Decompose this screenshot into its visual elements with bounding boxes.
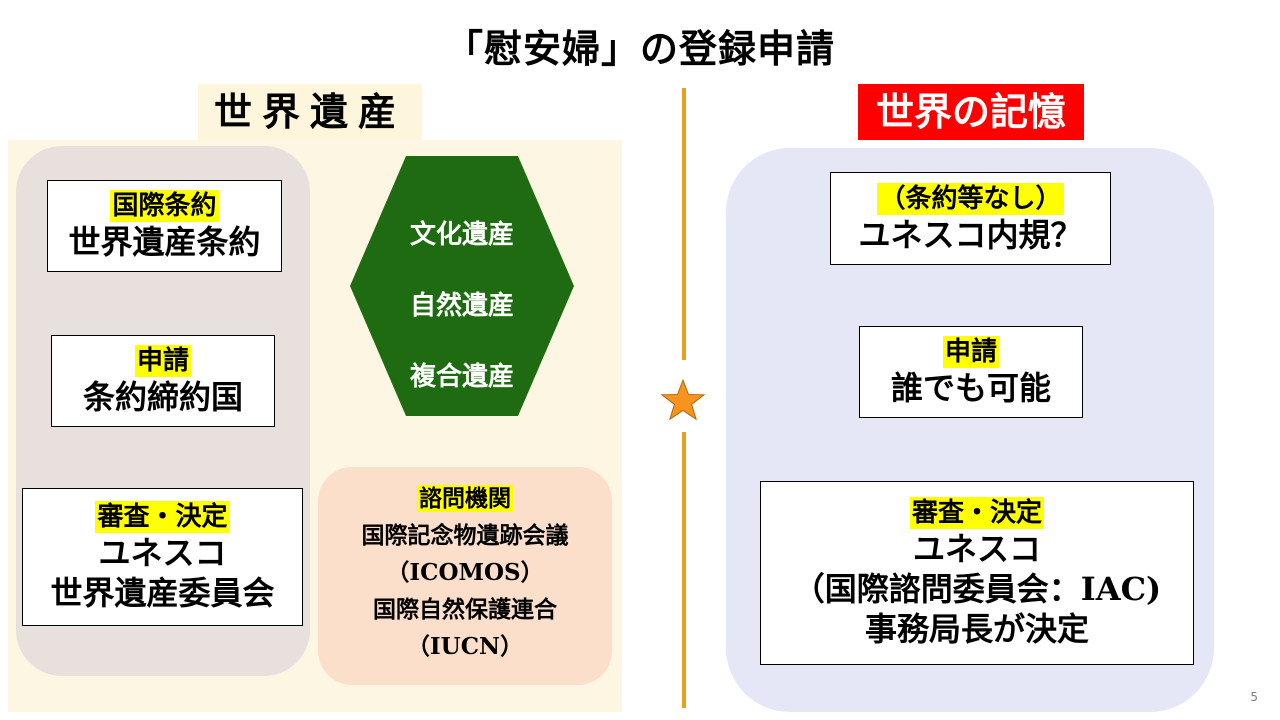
advisory-line-4: （IUCN） bbox=[406, 633, 524, 660]
advisory-bodies: 諮問機関 国際記念物遺跡会議 （ICOMOS） 国際自然保護連合 （IUCN） bbox=[318, 480, 612, 665]
review-line-2: 世界遺産委員会 bbox=[50, 574, 275, 612]
application-value: 条約締約国 bbox=[82, 378, 243, 416]
rules-label: （条約等なし） bbox=[877, 182, 1064, 215]
right-application-box: 申請 誰でも可能 bbox=[859, 326, 1083, 418]
review-line-1: ユネスコ bbox=[98, 534, 227, 572]
convention-value: 世界遺産条約 bbox=[68, 223, 261, 261]
page-number: 5 bbox=[1250, 690, 1258, 704]
world-heritage-heading: 世界遺産 bbox=[198, 84, 422, 140]
advisory-line-1: 国際記念物遺跡会議 bbox=[361, 522, 569, 549]
slide-title: 「慰安婦」の登録申請 bbox=[444, 26, 835, 71]
convention-label: 国際条約 bbox=[110, 190, 219, 222]
heritage-type-cultural: 文化遺産 bbox=[409, 220, 514, 250]
rules-box: （条約等なし） ユネスコ内規？ bbox=[830, 172, 1111, 265]
memory-of-world-heading: 世界の記憶 bbox=[858, 84, 1084, 140]
right-application-value: 誰でも可能 bbox=[890, 369, 1051, 407]
advisory-line-2: （ICOMOS） bbox=[386, 559, 544, 586]
application-label: 申請 bbox=[134, 345, 191, 377]
rules-value: ユネスコ内規？ bbox=[858, 215, 1083, 254]
right-application-label: 申請 bbox=[942, 336, 999, 368]
review-box: 審査・決定 ユネスコ 世界遺産委員会 bbox=[22, 488, 303, 626]
heritage-type-natural: 自然遺産 bbox=[409, 291, 514, 321]
heritage-type-mixed: 複合遺産 bbox=[409, 362, 514, 392]
convention-box: 国際条約 世界遺産条約 bbox=[47, 180, 282, 272]
divider-line-top bbox=[682, 88, 686, 360]
right-review-label: 審査・決定 bbox=[909, 497, 1044, 529]
right-review-line-3: 事務局長が決定 bbox=[864, 610, 1089, 648]
advisory-line-3: 国際自然保護連合 bbox=[373, 596, 557, 623]
review-label: 審査・決定 bbox=[95, 501, 230, 533]
star-icon bbox=[660, 378, 706, 421]
advisory-label: 諮問機関 bbox=[417, 485, 513, 512]
right-review-box: 審査・決定 ユネスコ （国際諮問委員会：IAC) 事務局長が決定 bbox=[760, 481, 1194, 665]
right-review-line-1: ユネスコ bbox=[912, 530, 1041, 568]
application-box: 申請 条約締約国 bbox=[51, 335, 275, 427]
right-review-line-2: （国際諮問委員会：IAC) bbox=[792, 570, 1162, 608]
divider-line-bottom bbox=[682, 432, 686, 708]
